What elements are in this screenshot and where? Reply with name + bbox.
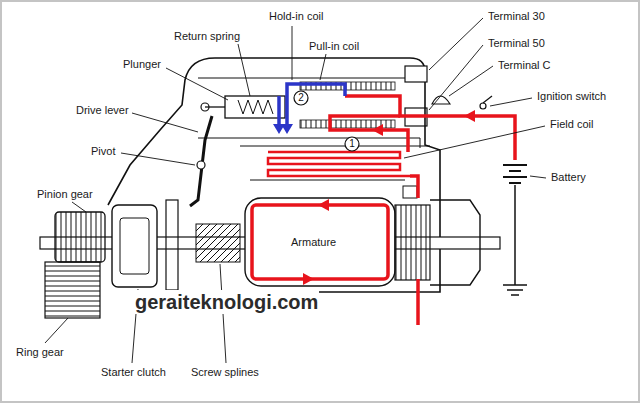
clutch-inner: [120, 218, 149, 274]
part-label: Pinion gear: [36, 188, 94, 201]
terminal-label: Terminal 30: [487, 10, 546, 23]
current-arrows: [303, 110, 475, 285]
plunger-eye: [201, 103, 209, 111]
return-spring: [238, 100, 273, 114]
field-coil: [268, 152, 410, 176]
pivot: [197, 161, 205, 169]
terminal-label: Terminal C: [497, 59, 552, 72]
part-label: Pivot: [90, 145, 116, 158]
part-label: Ring gear: [15, 346, 65, 359]
brush-feed: [410, 176, 418, 198]
battery-wire: [514, 185, 516, 285]
screw-splines: [196, 224, 240, 262]
armature-core: [245, 198, 395, 286]
pinion-gear: [55, 212, 105, 262]
brush: [403, 186, 417, 198]
battery-feed: [345, 96, 515, 160]
part-label: Hold-in coil: [268, 10, 324, 23]
part-label: Starter clutch: [100, 366, 167, 379]
callout-number: 2: [293, 90, 309, 106]
part-label: Return spring: [173, 30, 241, 43]
part-label: Screw splines: [190, 366, 260, 379]
part-label: Armature: [290, 236, 337, 249]
clutch-plate: [166, 200, 178, 290]
callout-number: 1: [344, 136, 360, 152]
callout-text: 1: [344, 136, 360, 149]
hold-in-path: [279, 84, 345, 126]
terminal-30: [405, 66, 427, 82]
part-label: Battery: [550, 171, 587, 184]
terminal-label: Terminal 50: [487, 37, 546, 50]
commutator: [395, 205, 430, 280]
ground-lead: [416, 279, 420, 325]
part-label: Pull-in coil: [308, 40, 360, 53]
ignition-switch: [480, 103, 486, 109]
switch-blade: [483, 96, 492, 103]
ground-symbol: [503, 285, 527, 295]
part-label: Plunger: [122, 58, 162, 71]
leader-lines: [45, 18, 546, 363]
armature-loop: [252, 205, 388, 279]
part-label: Ignition switch: [536, 90, 607, 103]
hold-in-arrows: [273, 124, 293, 134]
yoke: [240, 146, 430, 180]
end-cap: [430, 200, 480, 285]
part-label: Field coil: [549, 118, 594, 131]
watermark: geraiteknologi.com: [134, 290, 319, 314]
plunger-rod: [205, 106, 225, 107]
battery-symbol: [503, 165, 527, 183]
callout-text: 2: [293, 90, 309, 103]
drive-lever: [190, 116, 212, 206]
plunger: [225, 96, 285, 118]
ring-gear: [45, 262, 100, 318]
part-label: Drive lever: [75, 104, 130, 117]
pull-in-path: [330, 116, 408, 152]
solenoid-case: [198, 78, 420, 148]
starter-clutch: [112, 205, 157, 287]
